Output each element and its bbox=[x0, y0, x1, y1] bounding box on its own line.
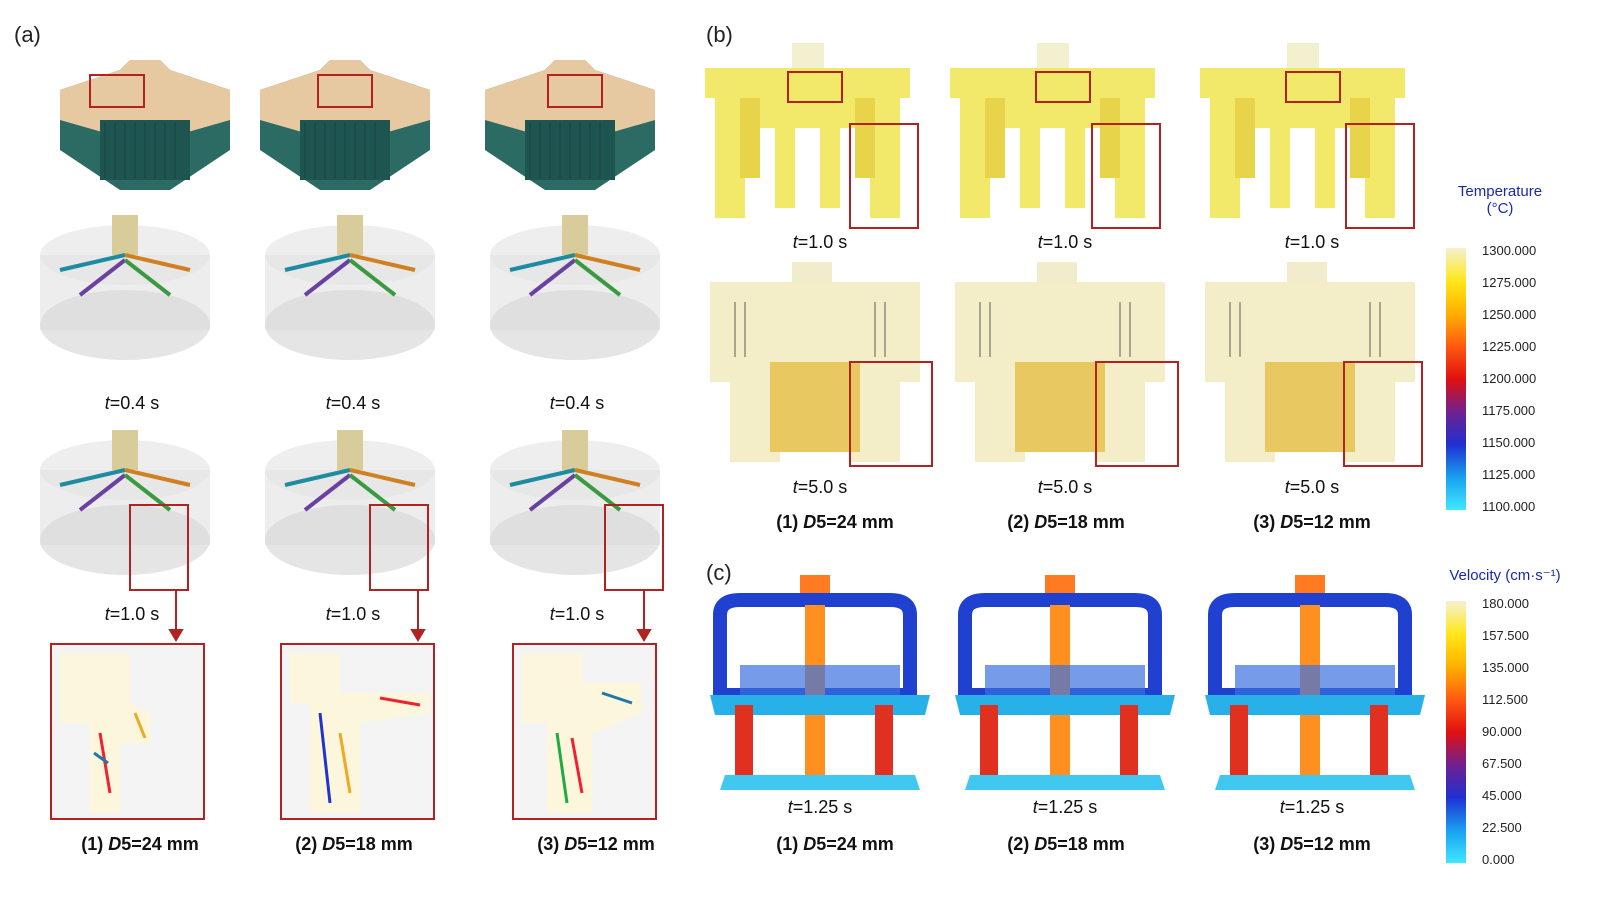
zoom-inset-1 bbox=[50, 643, 205, 820]
velocity-tick-label: 45.000 bbox=[1482, 788, 1522, 803]
velocity-tick-label: 0.000 bbox=[1482, 852, 1515, 867]
a-time-3-row2: t=0.4 s bbox=[549, 393, 605, 413]
velocity-colorbar bbox=[1446, 601, 1466, 863]
b-temperature-row1 bbox=[705, 43, 1415, 229]
panel-label-b: (b) bbox=[706, 22, 733, 47]
temperature-tick-label: 1275.000 bbox=[1482, 275, 1537, 290]
a-case-label-3: (3) D5=12 mm bbox=[537, 834, 655, 854]
b-time-3-row1: t=1.0 s bbox=[1284, 232, 1340, 252]
velocity-tick-label: 112.500 bbox=[1482, 692, 1529, 707]
velocity-tick-label: 180.000 bbox=[1482, 596, 1529, 611]
temperature-tick-label: 1300.000 bbox=[1482, 243, 1537, 258]
mold-cutaway-row bbox=[60, 59, 656, 191]
c-time-3: t=1.25 s bbox=[1279, 797, 1345, 817]
a-time-2-row3: t=1.0 s bbox=[325, 604, 381, 624]
temperature-tick-label: 1200.000 bbox=[1482, 371, 1537, 386]
b-time-2-row2: t=5.0 s bbox=[1037, 477, 1093, 497]
c-time-1: t=1.25 s bbox=[787, 797, 853, 817]
zoom-inset-3 bbox=[512, 643, 657, 820]
a-case-label-1: (1) D5=24 mm bbox=[81, 834, 199, 854]
temperature-tick-label: 1150.000 bbox=[1482, 435, 1536, 450]
c-velocity-row bbox=[700, 575, 1440, 790]
b-time-1-row1: t=1.0 s bbox=[792, 232, 848, 252]
velocity-scale-title: Velocity (cm·s⁻¹) bbox=[1449, 567, 1561, 584]
temperature-tick-label: 1175.000 bbox=[1482, 403, 1536, 418]
flow-renders bbox=[38, 213, 664, 591]
panel-label-c: (c) bbox=[706, 560, 732, 585]
c-case-label-2: (2) D5=18 mm bbox=[1007, 834, 1125, 854]
velocity-tick-label: 157.500 bbox=[1482, 628, 1529, 643]
temperature-scale-title: Temperature (°C) bbox=[1457, 183, 1543, 217]
panel-label-a: (a) bbox=[14, 22, 41, 47]
velocity-tick-label: 22.500 bbox=[1482, 820, 1522, 835]
a-case-label-2: (2) D5=18 mm bbox=[295, 834, 413, 854]
b-temperature-row2 bbox=[709, 262, 1423, 467]
b-case-label-1: (1) D5=24 mm bbox=[776, 512, 894, 532]
b-case-label-3: (3) D5=12 mm bbox=[1253, 512, 1371, 532]
velocity-tick-label: 135.000 bbox=[1482, 660, 1529, 675]
a-time-1-row2: t=0.4 s bbox=[104, 393, 160, 413]
b-time-2-row1: t=1.0 s bbox=[1037, 232, 1093, 252]
zoom-arrows bbox=[168, 590, 652, 642]
velocity-tick-label: 67.500 bbox=[1482, 756, 1522, 771]
temperature-tick-label: 1250.000 bbox=[1482, 307, 1537, 322]
zoom-inset-2 bbox=[280, 643, 435, 820]
a-time-3-row3: t=1.0 s bbox=[549, 604, 605, 624]
c-case-label-3: (3) D5=12 mm bbox=[1253, 834, 1371, 854]
a-time-2-row2: t=0.4 s bbox=[325, 393, 381, 413]
b-time-1-row2: t=5.0 s bbox=[792, 477, 848, 497]
temperature-tick-label: 1125.000 bbox=[1482, 467, 1536, 482]
b-case-label-2: (2) D5=18 mm bbox=[1007, 512, 1125, 532]
a-time-1-row3: t=1.0 s bbox=[104, 604, 160, 624]
velocity-tick-label: 90.000 bbox=[1482, 724, 1522, 739]
temperature-tick-label: 1225.000 bbox=[1482, 339, 1537, 354]
b-time-3-row2: t=5.0 s bbox=[1284, 477, 1340, 497]
temperature-colorbar bbox=[1446, 248, 1466, 510]
c-case-label-1: (1) D5=24 mm bbox=[776, 834, 894, 854]
c-time-2: t=1.25 s bbox=[1032, 797, 1098, 817]
temperature-tick-label: 1100.000 bbox=[1482, 499, 1536, 514]
